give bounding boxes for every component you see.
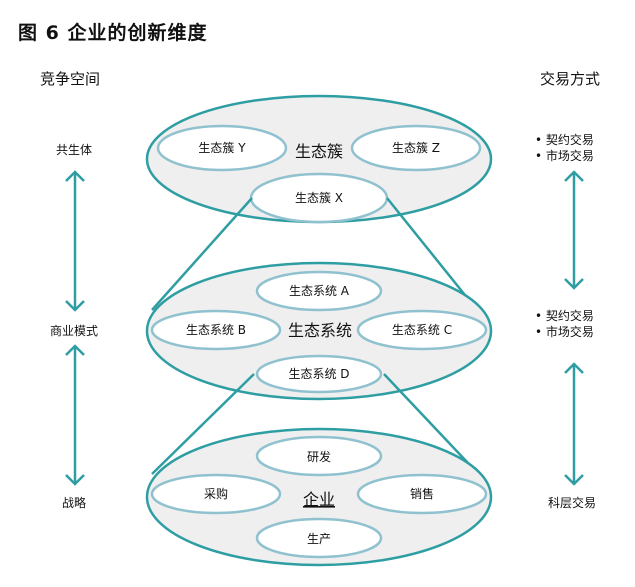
inner-ellipse [150,309,282,351]
header-competition-space: 竞争空间 [40,70,101,88]
inner-ellipse [156,124,288,172]
transaction-item: 市场交易 [535,148,594,164]
inner-ellipse [356,309,488,351]
double-arrow-icon [564,170,584,290]
header-transaction-mode: 交易方式 [540,70,601,88]
double-arrow-icon [65,170,85,312]
layer-center-label: 生态簇 [295,142,343,161]
inner-ellipse [255,435,383,477]
transaction-hierarchy: 科层交易 [548,496,597,510]
connector-line [151,197,253,311]
inner-ellipse [150,473,282,515]
level-label-symbiont: 共生体 [56,143,93,157]
part-label: 销售 [410,486,434,501]
transaction-list-1: 契约交易 市场交易 [535,132,594,164]
outer-ellipse-enterprise [145,427,493,567]
part-label: 采购 [204,486,228,501]
level-label-strategy: 战略 [62,496,87,510]
part-label: 生产 [307,532,331,546]
part-label: 生态簇 Y [198,140,246,155]
layer-center-label: 企业 [303,490,335,509]
inner-ellipse [255,517,383,559]
outer-ellipse-ecosystem [145,261,493,401]
part-label: 研发 [307,449,331,464]
transaction-item: 契约交易 [535,308,594,324]
connector-line [151,373,255,475]
level-label-business-model: 商业模式 [50,324,99,338]
part-label: 生态系统 D [288,367,349,381]
figure-title: 图 6 企业的创新维度 [18,22,208,44]
part-label: 生态系统 C [392,323,452,337]
transaction-list-2: 契约交易 市场交易 [535,308,594,340]
part-label: 生态系统 B [186,323,246,337]
double-arrow-icon [65,344,85,486]
double-arrow-icon [564,362,584,486]
inner-ellipse [255,270,383,312]
layer-center-label: 生态系统 [288,321,352,340]
transaction-item: 契约交易 [535,132,594,148]
transaction-item: 市场交易 [535,324,594,340]
part-label: 生态系统 A [289,284,350,298]
part-label: 生态簇 Z [392,140,440,155]
inner-ellipse [255,354,383,394]
inner-ellipse [356,473,488,515]
inner-ellipse [350,124,482,172]
part-label: 生态簇 X [295,190,343,205]
